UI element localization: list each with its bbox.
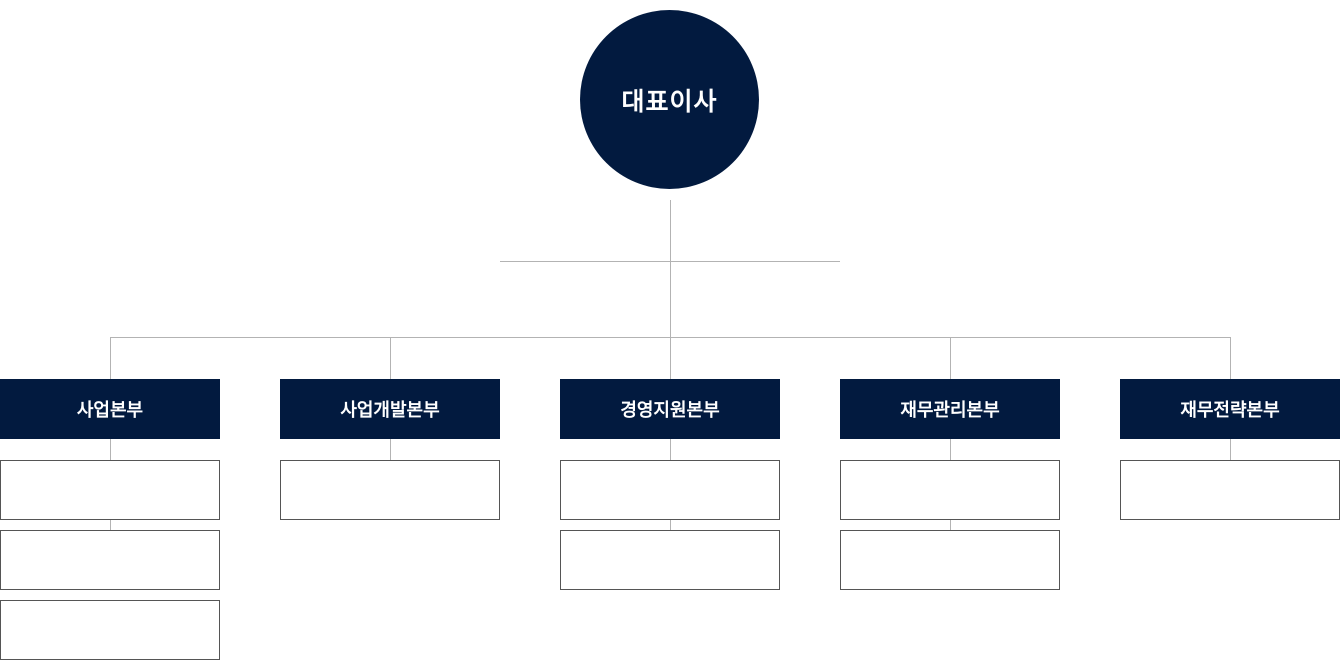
sub-unit-box — [0, 530, 220, 590]
division-drop-connector — [950, 337, 951, 379]
subbox-connector — [1230, 439, 1231, 460]
ceo-vertical-connector — [670, 200, 671, 338]
sub-unit-box — [0, 460, 220, 520]
sub-unit-box — [840, 460, 1060, 520]
sub-unit-box — [280, 460, 500, 520]
subbox-connector — [110, 439, 111, 460]
division-label: 사업개발본부 — [340, 400, 440, 421]
division-label: 경영지원본부 — [620, 400, 720, 421]
division-node-management-support: 경영지원본부 — [560, 379, 780, 439]
division-label: 재무전략본부 — [1180, 400, 1280, 421]
division-label: 재무관리본부 — [900, 400, 1000, 421]
sub-unit-box — [840, 530, 1060, 590]
division-label: 사업본부 — [76, 400, 144, 421]
division-node-finance-management: 재무관리본부 — [840, 379, 1060, 439]
sub-unit-box — [1120, 460, 1340, 520]
subbox-connector — [670, 439, 671, 460]
subbox-connector — [110, 520, 111, 530]
division-drop-connector — [390, 337, 391, 379]
ceo-label: 대표이사 — [621, 86, 718, 116]
sub-unit-box — [0, 600, 220, 660]
sub-unit-box — [560, 530, 780, 590]
division-node-business: 사업본부 — [0, 379, 220, 439]
division-node-finance-strategy: 재무전략본부 — [1120, 379, 1340, 439]
division-node-business-development: 사업개발본부 — [280, 379, 500, 439]
subbox-connector — [670, 520, 671, 530]
staff-horizontal-connector — [500, 261, 840, 262]
subbox-connector — [950, 520, 951, 530]
division-drop-connector — [670, 337, 671, 379]
ceo-node: 대표이사 — [580, 10, 759, 189]
division-drop-connector — [110, 337, 111, 379]
subbox-connector — [950, 439, 951, 460]
sub-unit-box — [560, 460, 780, 520]
division-drop-connector — [1230, 337, 1231, 379]
subbox-connector — [390, 439, 391, 460]
